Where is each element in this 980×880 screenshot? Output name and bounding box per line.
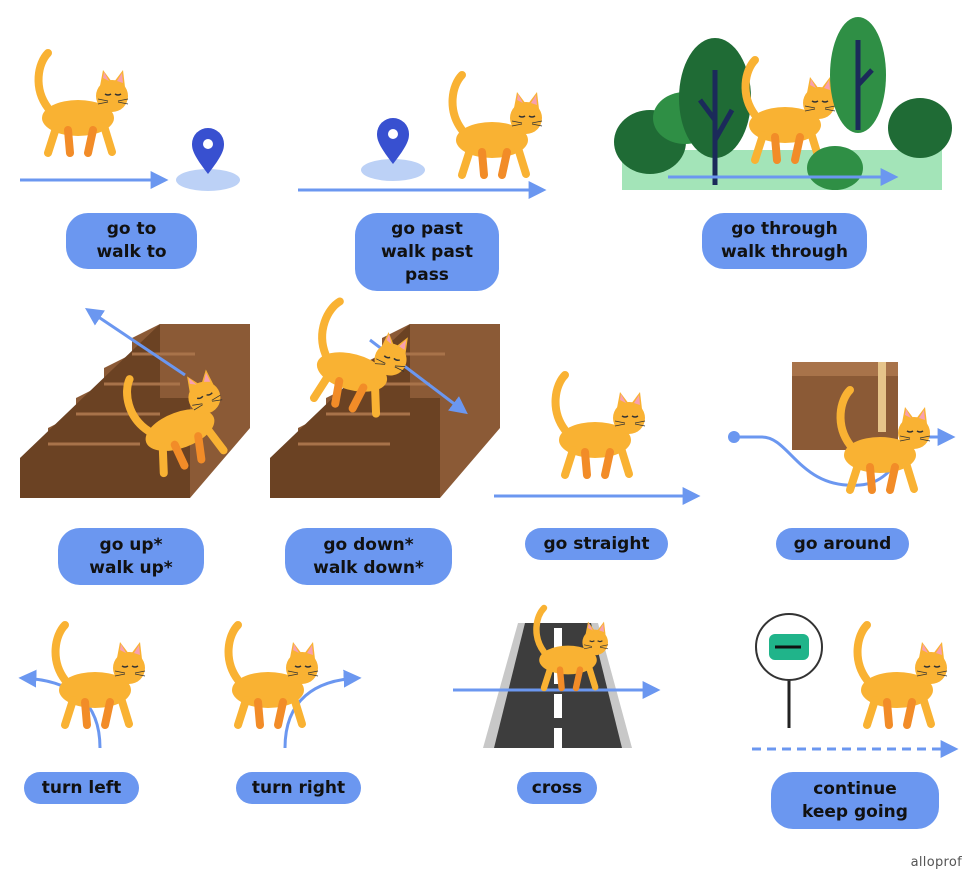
- label-go-straight: go straight: [525, 528, 668, 560]
- bush-icon: [807, 146, 863, 190]
- label-cross: cross: [517, 772, 597, 804]
- cat-icon: [746, 60, 835, 160]
- cat-icon: [453, 75, 542, 175]
- label-line: go to: [106, 219, 157, 239]
- label-go-up: go up* walk up*: [58, 528, 204, 585]
- scene-go-up: [18, 307, 252, 500]
- scene-go-through: [614, 17, 952, 190]
- label-line: continue: [813, 778, 897, 799]
- scene-turn-right: [229, 625, 362, 749]
- label-go-to: go to walk to: [66, 213, 197, 269]
- scene-continue: [752, 613, 959, 758]
- arrow-icon: [85, 307, 186, 377]
- cat-icon: [229, 625, 318, 725]
- label-line: walk up*: [89, 557, 173, 578]
- label-line: go down*: [323, 534, 414, 555]
- arrow-icon: [283, 669, 362, 749]
- label-line: keep going: [802, 801, 908, 822]
- scene-go-past: [298, 75, 547, 199]
- label-go-down: go down* walk down*: [285, 528, 452, 585]
- label-go-around: go around: [776, 528, 909, 560]
- label-line: turn left: [41, 777, 122, 798]
- scene-cross: [453, 608, 661, 748]
- scene-go-to: [20, 53, 240, 191]
- label-line: go through: [731, 219, 838, 239]
- label-line: walk down*: [313, 557, 424, 578]
- label-line: turn right: [251, 777, 346, 798]
- label-turn-left: turn left: [24, 772, 139, 804]
- label-line: go around: [793, 533, 892, 554]
- location-pin-icon: [361, 118, 425, 181]
- label-line: walk through: [721, 242, 848, 262]
- label-turn-right: turn right: [236, 772, 361, 804]
- cat-icon: [56, 625, 145, 725]
- cat-icon: [556, 375, 645, 475]
- label-line: pass: [405, 264, 449, 285]
- label-line: go up*: [99, 534, 163, 555]
- cat-icon: [858, 625, 947, 725]
- cat-icon: [39, 53, 128, 153]
- location-pin-icon: [176, 128, 240, 191]
- label-line: go past: [391, 218, 463, 239]
- label-line: walk to: [96, 242, 167, 262]
- scene-go-around: [728, 362, 956, 490]
- label-line: walk past: [380, 241, 474, 262]
- label-continue: continue keep going: [771, 772, 939, 829]
- brand-logo: alloprof: [910, 855, 962, 870]
- scene-turn-left: [18, 625, 145, 749]
- scene-go-straight: [494, 375, 701, 505]
- label-go-through: go through walk through: [702, 213, 867, 269]
- label-go-past: go past walk past pass: [355, 213, 499, 291]
- label-line: go straight: [543, 533, 650, 554]
- scene-go-down: [268, 299, 502, 500]
- label-line: cross: [531, 777, 583, 798]
- bush-icon: [888, 98, 952, 158]
